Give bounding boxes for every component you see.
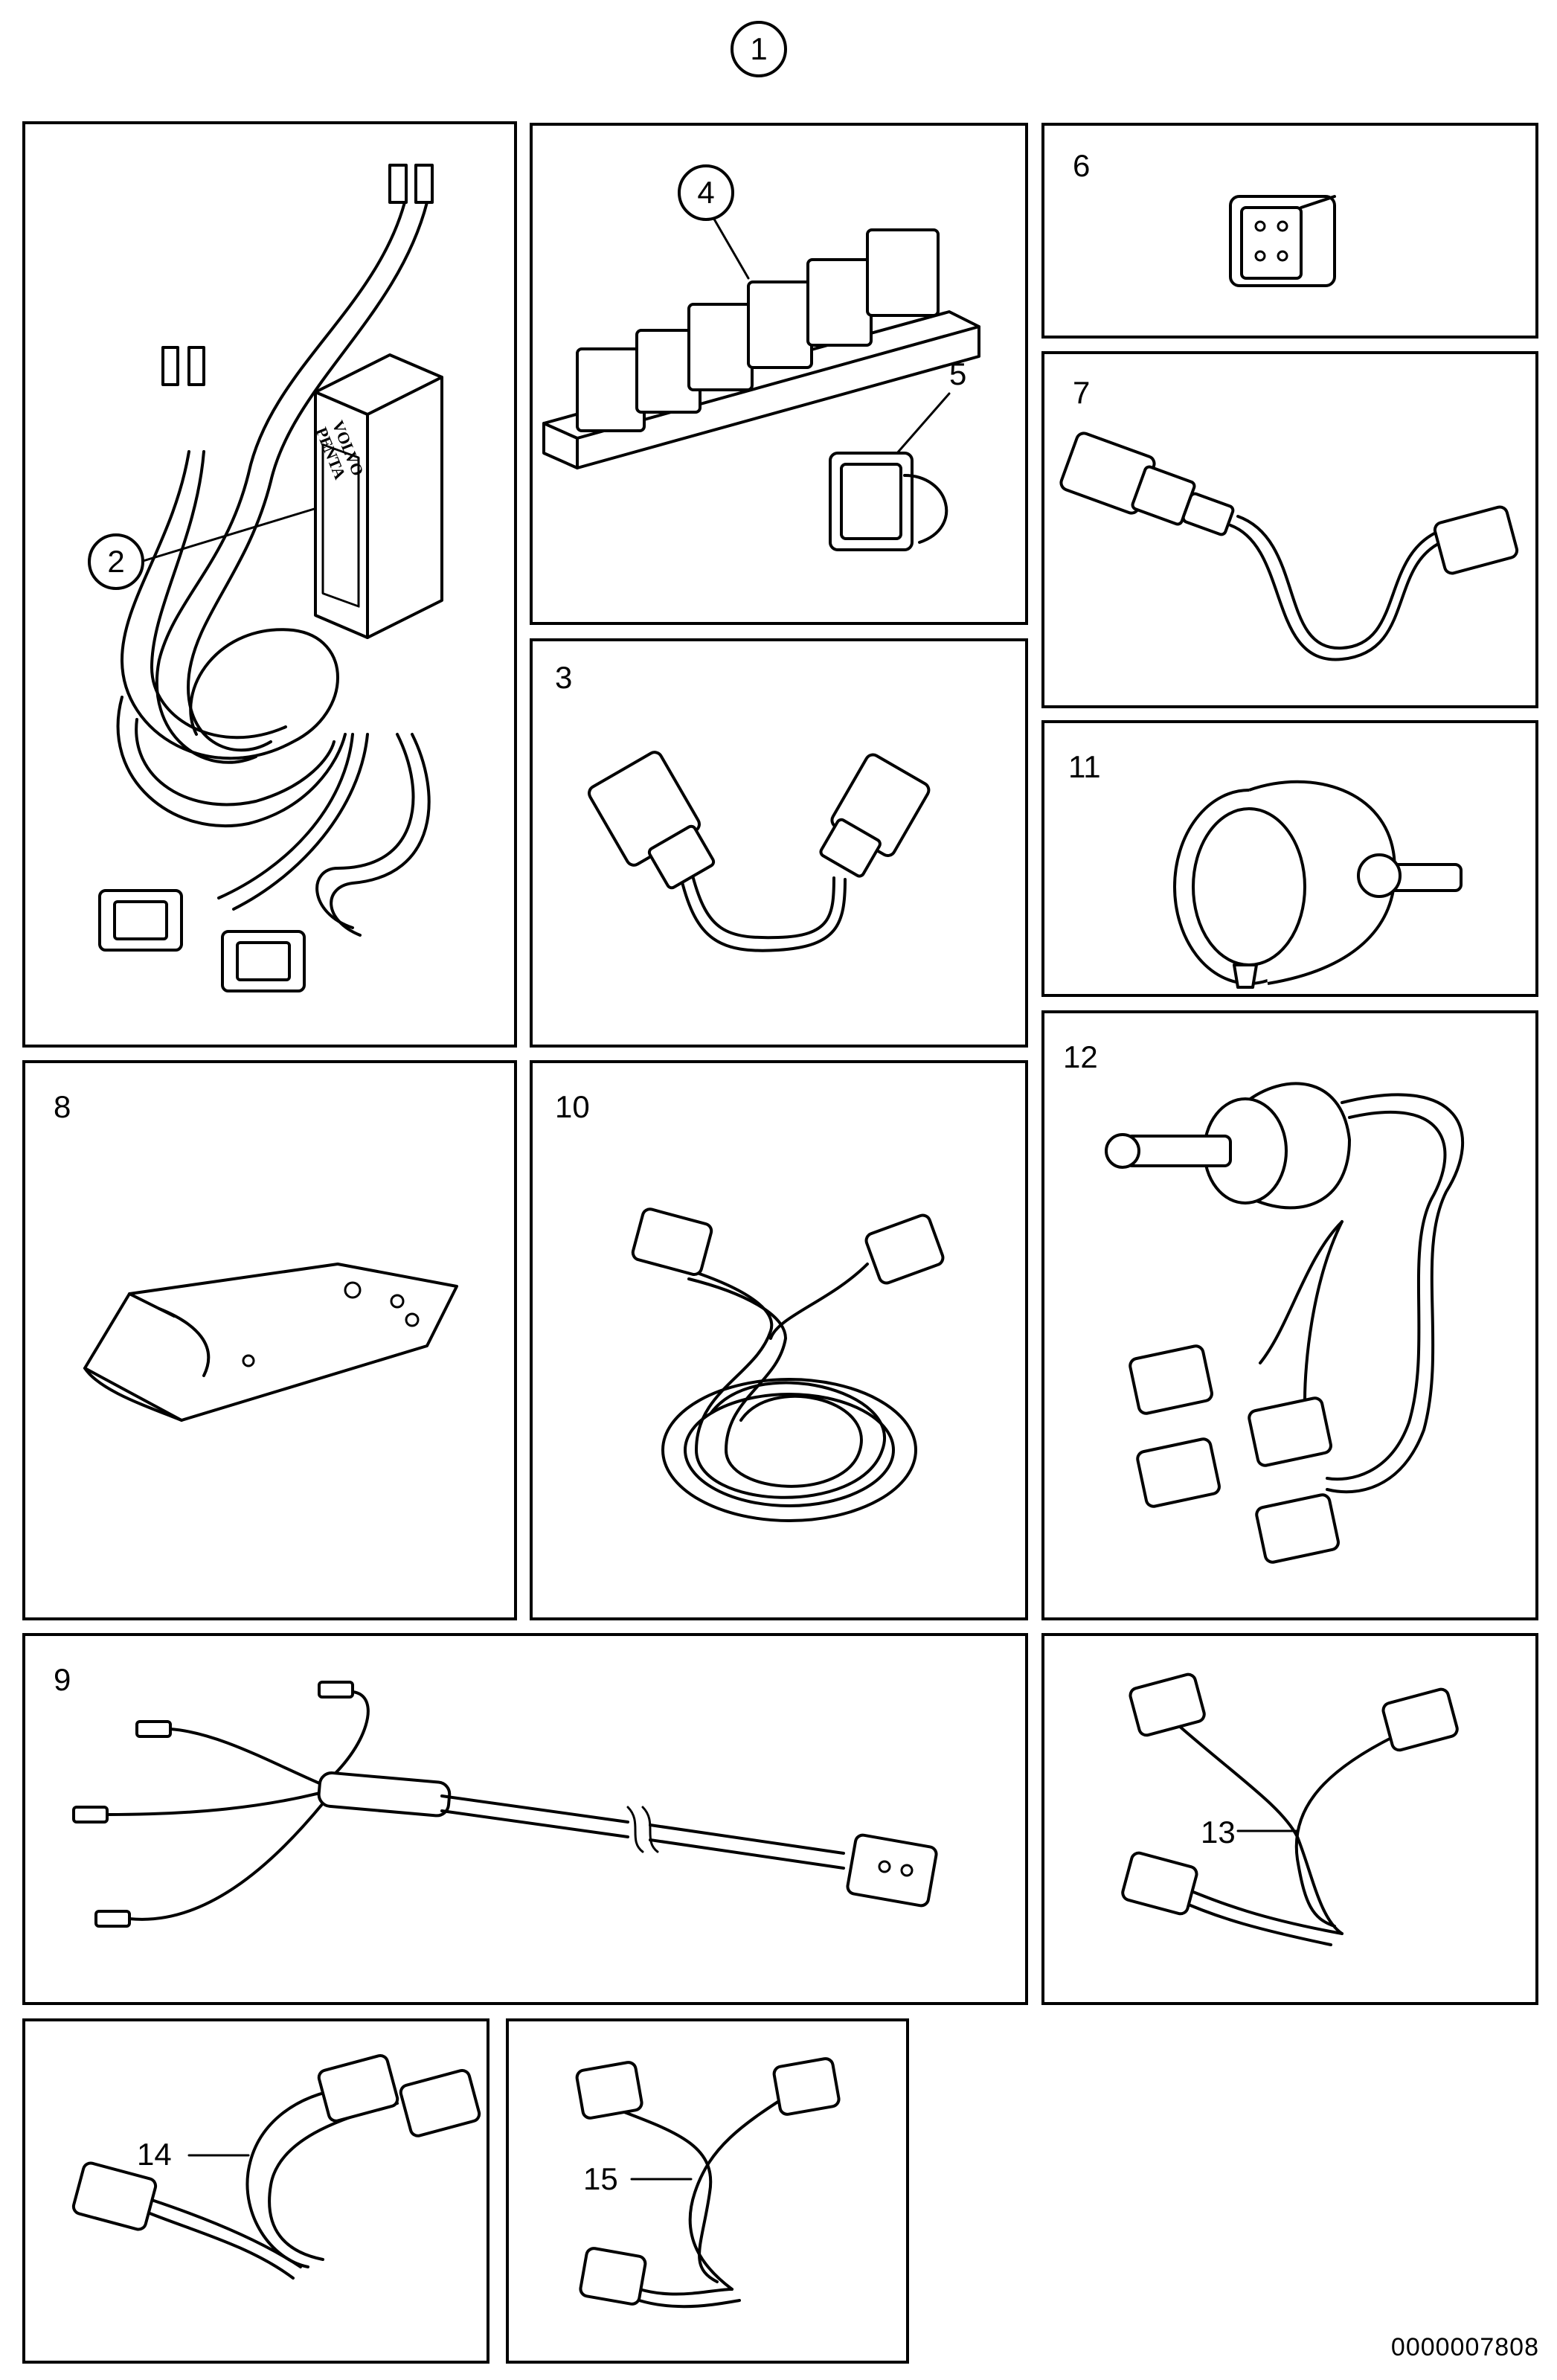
label-15: 15 [583, 2161, 618, 2196]
callout-4: 4 [678, 164, 734, 221]
panel-3-adapter-cable: 3 [530, 638, 1028, 1048]
adapter-cable-3-drawing [588, 751, 931, 952]
bracket-8-drawing [83, 1263, 458, 1422]
y-cable-15-drawing [575, 2057, 841, 2309]
panel-11-instrument: 11 [1041, 720, 1538, 997]
main-callout-1: 1 [731, 21, 787, 77]
label-10: 10 [555, 1089, 590, 1124]
drawing-id: 0000007808 [1390, 2333, 1539, 2361]
panel-12-sensor-harness: 12 [1041, 1010, 1538, 1620]
label-8: 8 [54, 1089, 71, 1124]
connector-block-drawing [542, 206, 980, 551]
extension-cable-10-drawing [631, 1207, 945, 1522]
panel-13-y-cable: 13 [1041, 1633, 1538, 2005]
label-11: 11 [1068, 749, 1101, 784]
panel-2-control-unit-harness: VOLVO PENTA 2 [22, 121, 517, 1048]
panel-14-y-cable: 14 [22, 2018, 489, 2364]
callout-2: 2 [88, 533, 144, 590]
panel-10-extension-cable: 10 [530, 1060, 1028, 1620]
panel-6-connector: 6 [1041, 123, 1538, 339]
connector-6-drawing [1229, 195, 1336, 287]
y-cable-14-drawing [71, 2054, 481, 2280]
label-9: 9 [54, 1662, 71, 1697]
sensor-harness-12-drawing [1105, 1082, 1464, 1564]
panel-4-5-connector-block: 4 5 [530, 123, 1028, 625]
panel-15-y-cable: 15 [506, 2018, 909, 2364]
label-5: 5 [949, 356, 967, 391]
label-13: 13 [1201, 1815, 1236, 1850]
label-3: 3 [555, 660, 573, 695]
y-cable-13-drawing [1121, 1672, 1459, 1946]
label-7: 7 [1073, 375, 1091, 410]
label-12: 12 [1063, 1039, 1098, 1074]
label-6: 6 [1073, 148, 1091, 183]
wiring-harness-9-drawing [72, 1681, 938, 1928]
panel-8-bracket: 8 [22, 1060, 517, 1620]
instrument-11-drawing [1173, 780, 1463, 989]
sensor-cable-7-drawing [1059, 432, 1519, 661]
panel-9-wiring-harness: 9 [22, 1633, 1028, 2005]
control-unit-harness-drawing [98, 164, 443, 992]
panel-7-sensor-cable: 7 [1041, 351, 1538, 708]
label-14: 14 [137, 2137, 172, 2172]
